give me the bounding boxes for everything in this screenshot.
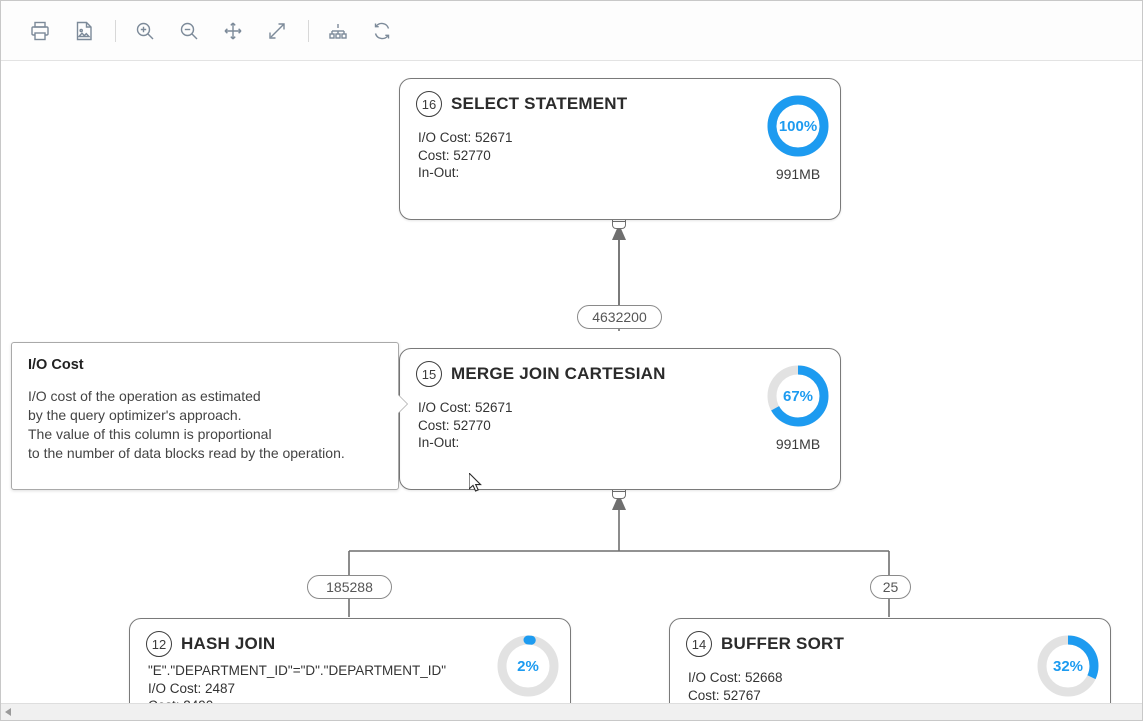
fit-screen-button[interactable] bbox=[260, 14, 294, 48]
node-header: 14 BUFFER SORT bbox=[670, 619, 1110, 657]
node-in-out: In-Out: bbox=[418, 165, 460, 180]
zoom-out-icon bbox=[178, 20, 200, 42]
node-metrics: I/O Cost: 52671 Cost: 52770 In-Out: bbox=[400, 117, 840, 182]
node-cost: Cost: 52770 bbox=[418, 147, 491, 163]
node-donut-chart: 100% bbox=[765, 93, 831, 159]
tooltip-line: by the query optimizer's approach. bbox=[28, 407, 242, 423]
tooltip-pointer bbox=[398, 395, 407, 413]
toolbar-separator-2 bbox=[308, 19, 309, 42]
zoom-in-button[interactable] bbox=[128, 14, 162, 48]
node-cost: Cost: 52767 bbox=[688, 687, 761, 703]
scroll-left-arrow-icon[interactable] bbox=[5, 708, 11, 716]
io-cost-tooltip: I/O Cost I/O cost of the operation as es… bbox=[11, 342, 408, 490]
edge-label-root: 4632200 bbox=[577, 305, 662, 329]
node-header: 15 MERGE JOIN CARTESIAN bbox=[400, 349, 840, 387]
tooltip-line: The value of this column is proportional bbox=[28, 426, 272, 442]
plan-node-merge-join-cartesian[interactable]: 15 MERGE JOIN CARTESIAN I/O Cost: 52671 … bbox=[399, 348, 841, 490]
tooltip-line: to the number of data blocks read by the… bbox=[28, 445, 345, 461]
node-header: 12 HASH JOIN bbox=[130, 619, 570, 657]
node-number-badge: 16 bbox=[416, 91, 442, 117]
edge-label-left: 185288 bbox=[307, 575, 392, 599]
donut-percent: 67% bbox=[782, 387, 814, 405]
node-io-cost: I/O Cost: 2487 bbox=[148, 680, 236, 696]
diagram-toolbar bbox=[1, 1, 1142, 61]
donut-percent: 100% bbox=[778, 117, 818, 135]
fit-screen-icon bbox=[266, 20, 288, 42]
edge-label-right: 25 bbox=[870, 575, 911, 599]
export-image-button[interactable] bbox=[67, 14, 101, 48]
node-donut-chart: 32% bbox=[1035, 633, 1101, 699]
node-header: 16 SELECT STATEMENT bbox=[400, 79, 840, 117]
node-metrics: I/O Cost: 52668 Cost: 52767 bbox=[670, 657, 1110, 704]
node-size-label: 991MB bbox=[775, 436, 821, 452]
node-io-cost: I/O Cost: 52668 bbox=[688, 670, 783, 685]
node-predicate: "E"."DEPARTMENT_ID"="D"."DEPARTMENT_ID" bbox=[148, 663, 447, 678]
pan-icon bbox=[222, 20, 244, 42]
node-title: SELECT STATEMENT bbox=[451, 94, 628, 113]
node-number-badge: 15 bbox=[416, 361, 442, 387]
print-icon bbox=[29, 20, 51, 42]
node-title: HASH JOIN bbox=[181, 634, 276, 653]
node-donut-chart: 2% bbox=[495, 633, 561, 699]
node-in-out: In-Out: bbox=[418, 435, 460, 450]
plan-node-select-statement[interactable]: 16 SELECT STATEMENT I/O Cost: 52671 Cost… bbox=[399, 78, 841, 220]
tooltip-title: I/O Cost bbox=[28, 357, 84, 373]
node-io-cost: I/O Cost: 52671 bbox=[418, 400, 513, 415]
horizontal-scrollbar[interactable] bbox=[1, 703, 1142, 720]
refresh-button[interactable] bbox=[365, 14, 399, 48]
pan-button[interactable] bbox=[216, 14, 250, 48]
donut-percent: 32% bbox=[1052, 657, 1084, 675]
node-size-label: 991MB bbox=[775, 166, 821, 182]
export-image-icon bbox=[73, 20, 95, 42]
node-metrics: I/O Cost: 52671 Cost: 52770 In-Out: bbox=[400, 387, 840, 452]
node-io-cost: I/O Cost: 52671 bbox=[418, 130, 513, 145]
node-title: MERGE JOIN CARTESIAN bbox=[451, 364, 666, 383]
node-donut-chart: 67% bbox=[765, 363, 831, 429]
diagram-canvas[interactable]: 4632200 185288 25 16 SELECT STATEMENT I/… bbox=[1, 61, 1142, 720]
tree-layout-button[interactable] bbox=[321, 14, 355, 48]
node-title: BUFFER SORT bbox=[721, 634, 845, 653]
toolbar-separator-1 bbox=[115, 19, 116, 42]
zoom-in-icon bbox=[134, 20, 156, 42]
tooltip-line: I/O cost of the operation as estimated bbox=[28, 388, 261, 404]
node-number-badge: 14 bbox=[686, 631, 712, 657]
donut-percent: 2% bbox=[517, 657, 539, 675]
refresh-icon bbox=[371, 20, 393, 42]
tree-layout-icon bbox=[327, 20, 349, 42]
print-button[interactable] bbox=[23, 14, 57, 48]
zoom-out-button[interactable] bbox=[172, 14, 206, 48]
node-cost: Cost: 52770 bbox=[418, 417, 491, 433]
node-number-badge: 12 bbox=[146, 631, 172, 657]
